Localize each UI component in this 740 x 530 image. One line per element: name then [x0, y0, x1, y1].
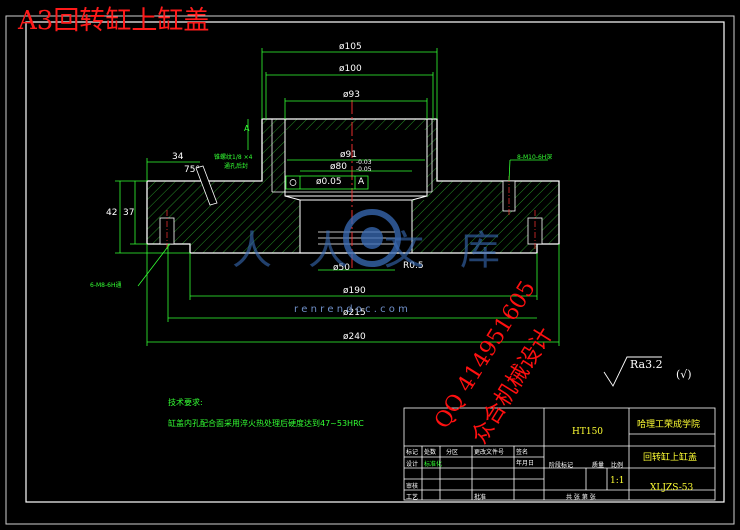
- tb-scale-header: 比例: [611, 462, 624, 469]
- tb-process: 工艺: [406, 494, 419, 501]
- tb-drawing-no: XLJZS-53: [650, 483, 694, 493]
- tb-change-no: 更改文件号: [474, 449, 505, 456]
- dim-d80-tol-lower: -0.05: [356, 166, 372, 173]
- bore-void: [285, 130, 427, 200]
- left-hole-note2: 通孔后封: [224, 163, 249, 170]
- tb-approve: 批准: [474, 494, 487, 501]
- tb-part-name: 回转缸上缸盖: [643, 453, 698, 463]
- roughness-check: (√): [676, 368, 692, 381]
- datum-label: A: [244, 124, 250, 133]
- tb-date: 年月日: [516, 460, 535, 467]
- tb-mark: 标记: [406, 449, 419, 456]
- dim-angle75: 75°: [184, 165, 200, 175]
- right-thread-note: 8-M10-6H深: [517, 154, 553, 161]
- tb-std: 标准化: [424, 461, 443, 468]
- tb-stage-header: 阶段标记: [549, 462, 574, 469]
- tb-check: 审核: [406, 483, 419, 490]
- watermark-site: r e n r e n d o c . c o m: [294, 304, 408, 315]
- sheet-title: A3回转缸上缸盖: [18, 6, 210, 36]
- inner-frame: [25, 21, 725, 503]
- dim-d215: ø215: [343, 308, 366, 318]
- dim-d100: ø100: [339, 64, 362, 74]
- tb-scale: 1:1: [610, 476, 625, 486]
- dim-d93: ø93: [343, 90, 360, 100]
- tb-weight-header: 质量: [592, 462, 605, 469]
- tb-sign: 签名: [516, 449, 529, 456]
- gtol-tolerance: ø0.05: [316, 177, 342, 187]
- watermark-logo-text: 人人文库: [232, 228, 536, 274]
- tb-zone: 分区: [446, 449, 459, 456]
- gtol-datum: A: [358, 177, 365, 187]
- roughness-symbol: [603, 356, 662, 387]
- left-hole-note: 锥螺纹1/8 ×4: [214, 154, 253, 161]
- dim-d240: ø240: [343, 332, 366, 342]
- dim-len34: 34: [172, 152, 184, 162]
- roughness-value: Ra3.2: [630, 358, 663, 371]
- dim-r05: R0.5: [403, 261, 424, 271]
- inclined-oil-hole: [195, 165, 218, 206]
- tb-sheet-info: 共 张 第 张: [566, 494, 596, 501]
- outer-frame: [5, 15, 735, 525]
- dim-h42: 42: [106, 208, 118, 218]
- tb-design: 设计: [406, 461, 419, 468]
- dim-d80-tol-upper: -0.03: [356, 159, 372, 166]
- dim-d105: ø105: [339, 42, 362, 52]
- tech-req-text: 缸盖内孔配合面采用淬火热处理后硬度达到47~53HRC: [168, 419, 364, 428]
- site-logo-watermark: [343, 209, 401, 267]
- bottom-left-thread-note: 6-M8-6H通: [90, 282, 122, 289]
- dim-h37: 37: [123, 208, 135, 218]
- title-block: [403, 407, 716, 501]
- tb-material: HT150: [572, 427, 604, 437]
- dim-d91: ø91: [340, 150, 357, 160]
- dim-d50: ø50: [333, 263, 350, 273]
- dim-d190: ø190: [343, 286, 366, 296]
- tech-req-title: 技术要求:: [168, 398, 203, 407]
- dim-d80: ø80: [330, 162, 347, 172]
- gtol-frame: [285, 175, 369, 190]
- bore-outline: [284, 119, 428, 253]
- tb-school: 哈理工荣成学院: [637, 420, 701, 430]
- dimension-lines: [115, 48, 560, 346]
- tb-count: 处数: [424, 449, 437, 456]
